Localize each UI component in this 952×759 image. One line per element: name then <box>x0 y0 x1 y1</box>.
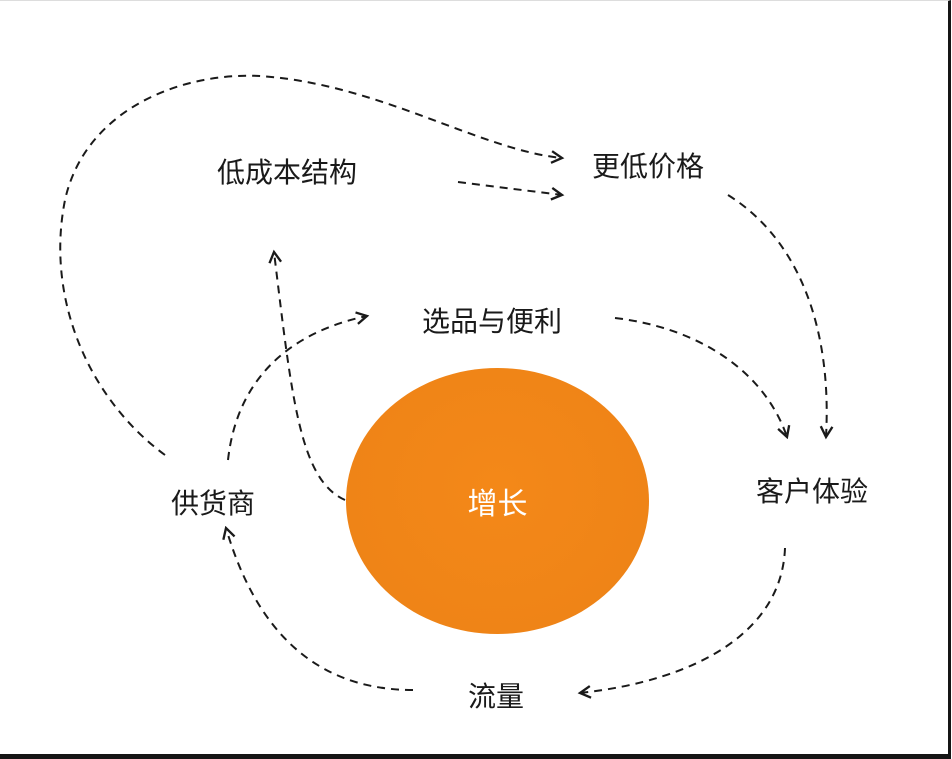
node-lower-price: 更低价格 <box>591 150 705 183</box>
node-suppliers: 供货商 <box>170 487 256 520</box>
node-selection-convenience: 选品与便利 <box>421 305 563 338</box>
growth-label: 增长 <box>467 487 528 522</box>
growth-circle: 增长 <box>346 368 649 634</box>
node-customer-experience: 客户体验 <box>755 475 869 508</box>
arrow-traffic-to-suppliers <box>226 528 414 691</box>
arrow-suppliers-to-selection <box>227 316 367 461</box>
node-low-cost-structure: 低成本结构 <box>216 156 358 189</box>
node-traffic: 流量 <box>467 680 525 713</box>
arrow-lower-price-to-customer <box>727 194 827 437</box>
arrow-selection-to-customer <box>614 317 787 437</box>
arrow-growth-to-low-cost <box>274 252 346 501</box>
arrow-customer-to-traffic <box>580 547 786 693</box>
arrow-low-cost-to-lower-price <box>457 181 562 195</box>
